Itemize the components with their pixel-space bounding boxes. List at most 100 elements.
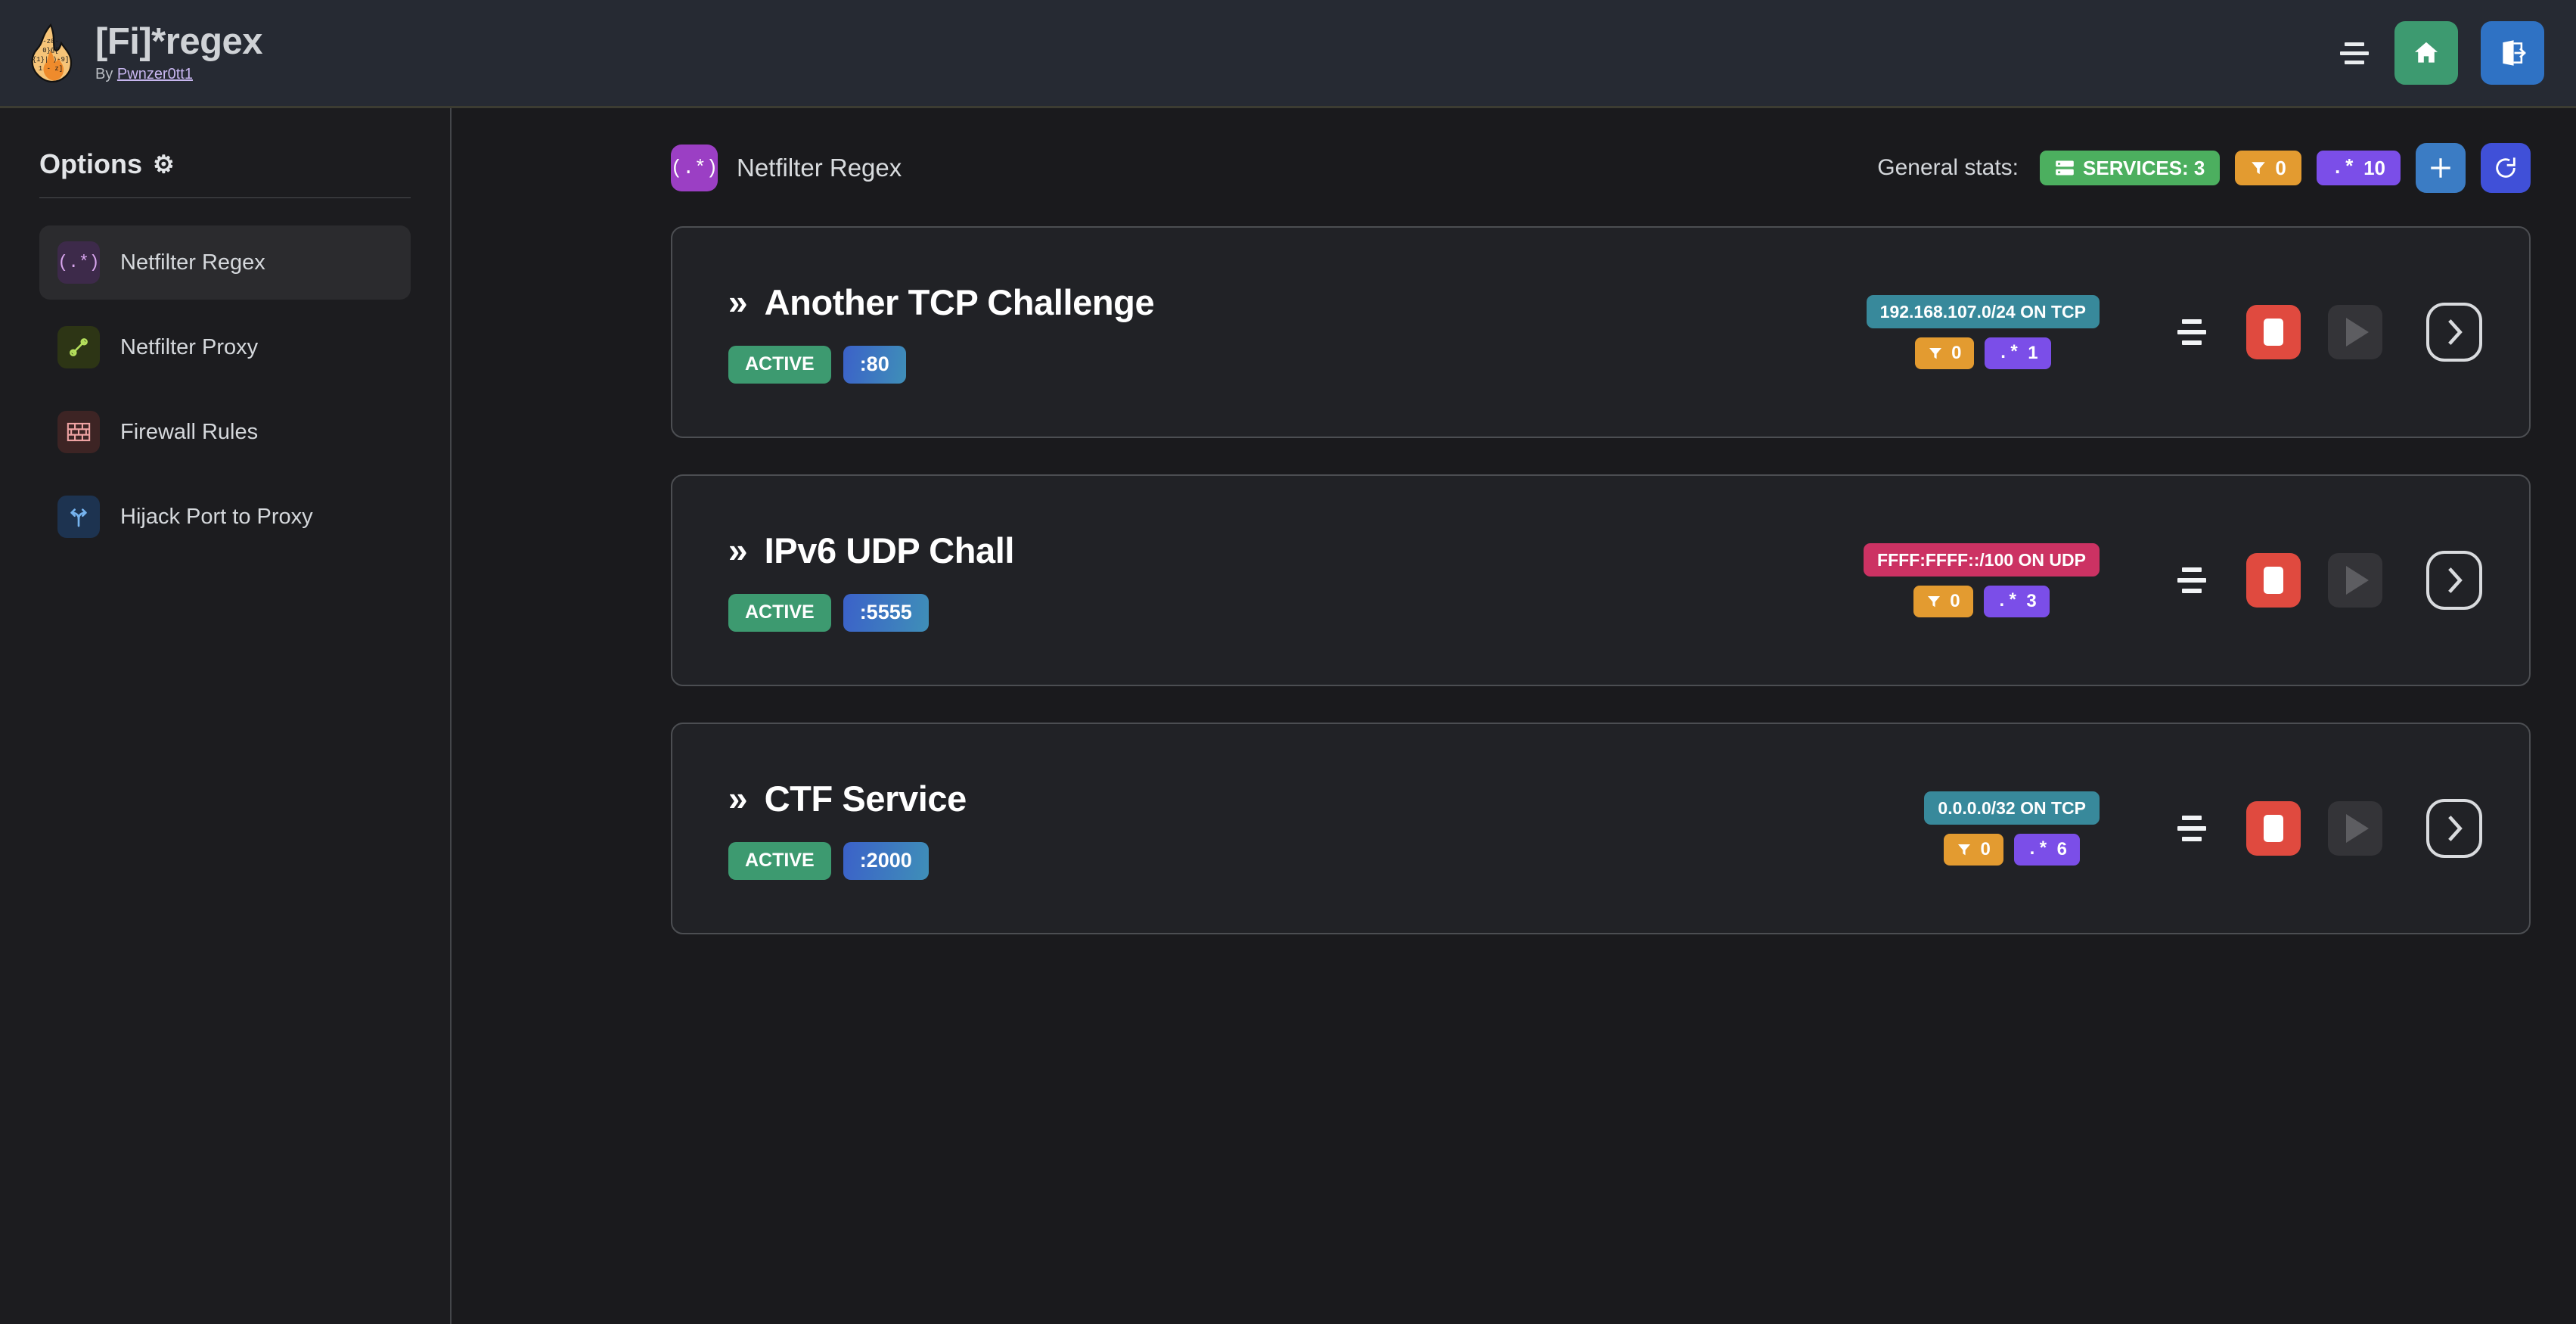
status-badge-regexes: .* 6 xyxy=(2013,834,2080,866)
stop-icon xyxy=(2264,567,2283,594)
status-badge: ACTIVE xyxy=(728,593,831,632)
refresh-button[interactable] xyxy=(2481,143,2531,193)
svg-text:{1}| )-9]: {1}| )-9] xyxy=(33,56,70,64)
service-controls: 192.168.107.0/24 ON TCP 0 .* 1 xyxy=(1866,295,2482,369)
service-name: IPv6 UDP Chall xyxy=(764,530,1015,570)
status-badge: ACTIVE xyxy=(728,345,831,384)
sidebar-item-netfilter-proxy[interactable]: Netfilter Proxy xyxy=(39,310,411,384)
network-info: 0.0.0.0/32 ON TCP 0 .* 6 xyxy=(1924,791,2100,866)
filter-count-label: 0 xyxy=(2275,156,2286,179)
filter-count-label: 0 xyxy=(1951,343,1962,363)
service-card[interactable]: » CTF Service ACTIVE :2000 0.0.0.0/32 ON… xyxy=(671,723,2531,934)
sidebar-item-label: Netfilter Proxy xyxy=(120,334,259,359)
sidebar-nav: (.*) Netfilter Regex Netfilter Proxy xyxy=(39,225,411,554)
filter-icon xyxy=(1929,348,1942,359)
logout-button[interactable] xyxy=(2481,21,2544,85)
drag-handle-icon[interactable] xyxy=(2174,810,2210,847)
main-header: (.*) Netfilter Regex General stats: SERV… xyxy=(671,143,2531,193)
stop-button[interactable] xyxy=(2246,305,2301,359)
status-badge-services: SERVICES: 3 xyxy=(2040,151,2221,185)
open-service-button[interactable] xyxy=(2426,799,2482,858)
drag-handle-icon[interactable] xyxy=(2174,562,2210,598)
double-chevron-icon: » xyxy=(728,779,748,818)
stop-icon xyxy=(2264,815,2283,842)
filter-icon xyxy=(2252,162,2266,175)
plus-icon xyxy=(2431,158,2450,178)
port-badge: :80 xyxy=(843,345,906,384)
status-badge-regexes: .* 10 xyxy=(2316,151,2401,185)
double-chevron-icon: » xyxy=(728,530,748,570)
brand: -z0- 0}@[ {1}| )-9] 1 - z] [Fi]*regex By… xyxy=(26,22,263,82)
network-info: FFFF:FFFF::/100 ON UDP 0 .* 3 xyxy=(1864,543,2100,617)
sidebar-item-netfilter-regex[interactable]: (.*) Netfilter Regex xyxy=(39,225,411,300)
play-button[interactable] xyxy=(2328,305,2382,359)
regex-count-icon: .* xyxy=(1996,591,2019,612)
by-prefix: By xyxy=(95,65,113,82)
chevron-right-icon xyxy=(2448,567,2463,593)
brickwall-icon xyxy=(57,411,100,453)
status-badge-regexes: .* 3 xyxy=(1983,586,2050,617)
sidebar-title-text: Options xyxy=(39,148,142,179)
port-badge: :2000 xyxy=(843,841,929,880)
home-button[interactable] xyxy=(2394,21,2458,85)
service-card[interactable]: » Another TCP Challenge ACTIVE :80 192.1… xyxy=(671,226,2531,438)
app-header: -z0- 0}@[ {1}| )-9] 1 - z] [Fi]*regex By… xyxy=(0,0,2576,108)
network-badge: FFFF:FFFF::/100 ON UDP xyxy=(1864,543,2100,577)
add-service-button[interactable] xyxy=(2416,143,2466,193)
service-controls: 0.0.0.0/32 ON TCP 0 .* 6 xyxy=(1924,791,2482,866)
chevron-right-icon xyxy=(2448,816,2463,841)
sidebar-item-hijack-port-to-proxy[interactable]: Hijack Port to Proxy xyxy=(39,480,411,554)
status-badge-regexes: .* 1 xyxy=(1985,337,2051,369)
service-info: » Another TCP Challenge ACTIVE :80 xyxy=(728,281,1155,384)
stop-button[interactable] xyxy=(2246,801,2301,856)
service-card[interactable]: » IPv6 UDP Chall ACTIVE :5555 FFFF:FFFF:… xyxy=(671,474,2531,686)
plug-icon xyxy=(57,326,100,368)
open-service-button[interactable] xyxy=(2426,551,2482,610)
service-info: » IPv6 UDP Chall ACTIVE :5555 xyxy=(728,530,1014,632)
port-badge: :5555 xyxy=(843,593,929,632)
regex-count-label: 3 xyxy=(2026,591,2037,611)
regex-count-label: 1 xyxy=(2028,343,2038,363)
sidebar-item-label: Netfilter Regex xyxy=(120,250,265,275)
main-content: (.*) Netfilter Regex General stats: SERV… xyxy=(452,108,2576,1324)
status-badge-filters: 0 xyxy=(2235,151,2301,185)
route-split-icon xyxy=(57,496,100,538)
status-badge: ACTIVE xyxy=(728,841,831,880)
logout-icon xyxy=(2503,40,2526,66)
sidebar-item-firewall-rules[interactable]: Firewall Rules xyxy=(39,395,411,469)
regex-count-label: 10 xyxy=(2363,156,2385,179)
play-icon xyxy=(2346,566,2369,595)
network-badge: 192.168.107.0/24 ON TCP xyxy=(1866,295,2100,328)
sidebar-divider xyxy=(39,197,411,198)
service-name: CTF Service xyxy=(764,778,967,819)
hamburger-menu-icon[interactable] xyxy=(2337,38,2372,68)
filter-count-label: 0 xyxy=(1980,839,1991,859)
service-list: » Another TCP Challenge ACTIVE :80 192.1… xyxy=(671,226,2531,934)
sidebar-title: Options ⚙ xyxy=(39,148,411,180)
network-info: 192.168.107.0/24 ON TCP 0 .* 1 xyxy=(1866,295,2100,369)
play-button[interactable] xyxy=(2328,553,2382,608)
stop-button[interactable] xyxy=(2246,553,2301,608)
play-icon xyxy=(2346,814,2369,843)
flame-regex-logo-icon: -z0- 0}@[ {1}| )-9] 1 - z] xyxy=(26,23,76,82)
stop-icon xyxy=(2264,319,2283,346)
page-title: Netfilter Regex xyxy=(737,154,902,182)
status-badge-filters: 0 xyxy=(1944,834,2003,866)
regex-count-icon: .* xyxy=(2026,839,2049,860)
regex-count-icon: .* xyxy=(1997,343,2020,364)
filter-icon xyxy=(1928,596,1941,608)
sidebar: Options ⚙ (.*) Netfilter Regex N xyxy=(0,108,452,1324)
gear-icon: ⚙ xyxy=(152,151,175,178)
header-actions xyxy=(2337,21,2544,85)
regex-icon: (.*) xyxy=(671,145,718,191)
general-stats-label: General stats: xyxy=(1877,155,2019,180)
author-link[interactable]: Pwnzer0tt1 xyxy=(116,65,193,82)
double-chevron-icon: » xyxy=(728,282,748,322)
home-icon xyxy=(2414,42,2438,63)
play-button[interactable] xyxy=(2328,801,2382,856)
open-service-button[interactable] xyxy=(2426,303,2482,362)
status-badge-filters: 0 xyxy=(1915,337,1975,369)
service-info: » CTF Service ACTIVE :2000 xyxy=(728,778,967,880)
regex-count-icon: .* xyxy=(2331,157,2356,179)
drag-handle-icon[interactable] xyxy=(2174,314,2210,350)
